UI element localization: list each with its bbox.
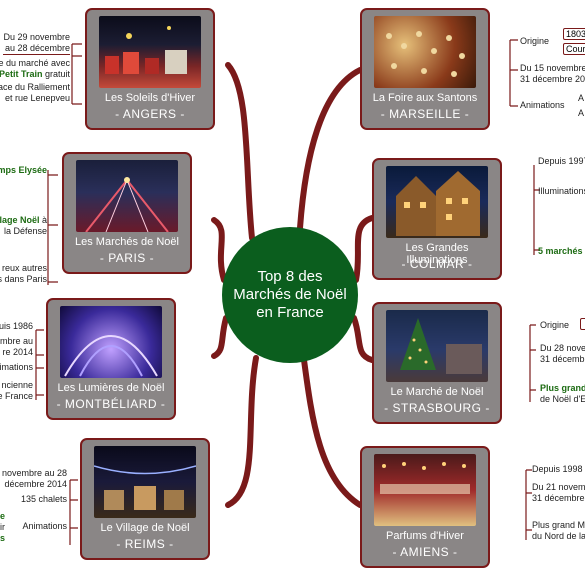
connector-amiens xyxy=(301,357,363,508)
card-colmar-title: Les Grandes Illuminations xyxy=(405,242,469,266)
montbeliard-note-dates: mbre au re 2014 xyxy=(0,336,33,357)
angers-note-2: au 28 décembre xyxy=(3,43,70,55)
strasbourg-photo xyxy=(386,310,488,382)
strasbourg-origin-box xyxy=(580,318,585,330)
angers-note-3: e du marché avec xyxy=(0,58,70,68)
paris-note-others: reux autres s dans Paris xyxy=(0,263,47,284)
card-strasbourg-title: Le Marché de Noël xyxy=(390,386,484,398)
marseille-origin-label: Origine xyxy=(520,36,550,46)
marseille-anim-a1: A xyxy=(578,93,585,103)
card-reims-city: - REIMS - xyxy=(116,537,174,551)
connector-strasbourg xyxy=(351,315,375,363)
colmar-note-markets: 5 marchés xyxy=(538,246,583,256)
card-paris-city: - PARIS - xyxy=(99,251,155,265)
card-amiens-city: - AMIENS - xyxy=(392,545,458,559)
marseille-origin-year: 1803 xyxy=(563,28,585,40)
card-montbeliard[interactable]: Les Lumières de Noël - MONTBÉLIARD - xyxy=(46,298,176,420)
marseille-animations: Animations xyxy=(520,100,565,110)
colmar-note-illum: Illuminations xyxy=(538,186,585,196)
card-strasbourg-city: - STRASBOURG - xyxy=(384,401,490,415)
angers-note-6: ace du Ralliement xyxy=(0,82,70,92)
central-topic-line-3: en France xyxy=(256,304,324,321)
angers-notes: Du 29 novembre au 28 décembre xyxy=(3,32,70,55)
central-topic: Top 8 des Marchés de Noël en France xyxy=(222,227,358,363)
montbeliard-note-since: uis 1986 xyxy=(0,321,33,331)
connector-angers xyxy=(225,62,255,241)
connector-montbeliard xyxy=(211,315,229,359)
card-amiens-title: Parfums d'Hiver xyxy=(386,530,464,542)
amiens-photo xyxy=(374,454,476,526)
card-paris-title: Les Marchés de Noël xyxy=(75,236,179,248)
amiens-note-biggest: Plus grand M du Nord de la xyxy=(532,520,585,541)
central-topic-line-1: Top 8 des xyxy=(257,268,323,285)
marseille-dates-1: Du 15 novembre xyxy=(520,63,585,73)
amiens-note-since: Depuis 1998 xyxy=(532,464,583,474)
paris-note-defense: illage Noël à la Défense xyxy=(0,215,47,236)
reims-photo xyxy=(94,446,196,518)
angers-notes-3: ace du Ralliement et rue Lenepveu xyxy=(0,82,70,104)
colmar-photo xyxy=(386,166,488,238)
connector-marseille xyxy=(297,67,363,231)
card-angers-title: Les Soleils d'Hiver xyxy=(104,92,196,104)
montbeliard-note-oldest: ncienne e France xyxy=(0,380,33,401)
connector-reims xyxy=(225,355,259,508)
reims-note-chalets: 135 chalets xyxy=(20,494,67,504)
amiens-note-dates: Du 21 novem 31 décembre xyxy=(532,482,585,503)
card-reims[interactable]: Le Village de Noël - REIMS - xyxy=(80,438,210,560)
card-montbeliard-city: - MONTBÉLIARD - xyxy=(56,397,166,411)
strasbourg-note-biggest: Plus grand de Noël d'E xyxy=(540,383,585,404)
angers-note-5: gratuit xyxy=(44,69,70,79)
card-colmar[interactable]: Les Grandes Illuminations - COLMAR - xyxy=(372,158,502,280)
reims-note-anim: Animations xyxy=(22,521,67,531)
card-amiens[interactable]: Parfums d'Hiver - AMIENS - xyxy=(360,446,490,568)
marseille-photo xyxy=(374,16,476,88)
connector-colmar xyxy=(353,215,375,283)
card-reims-title: Le Village de Noël xyxy=(100,522,190,534)
reims-note-frag: e ir s xyxy=(0,511,6,543)
card-angers[interactable]: Les Soleils d'Hiver - ANGERS - xyxy=(85,8,215,130)
marseille-origin-place: Cours xyxy=(563,43,585,55)
angers-photo xyxy=(99,16,201,88)
card-marseille-city: - MARSEILLE - xyxy=(380,107,470,121)
angers-note-7: et rue Lenepveu xyxy=(4,93,70,103)
card-marseille-title: La Foire aux Santons xyxy=(372,92,478,104)
angers-note-1: Du 29 novembre xyxy=(3,32,70,42)
card-colmar-city: - COLMAR - xyxy=(401,257,473,271)
colmar-note-since: Depuis 1997 xyxy=(538,156,585,166)
montbeliard-photo xyxy=(60,306,162,378)
paris-photo xyxy=(76,160,178,232)
central-topic-line-2: Marchés de Noël xyxy=(233,286,347,303)
marseille-dates: Du 15 novembre 31 décembre 20 xyxy=(520,63,585,85)
strasbourg-note-origin: Origine xyxy=(540,320,570,330)
marseille-anim-a2: A xyxy=(578,108,585,118)
card-strasbourg[interactable]: Le Marché de Noël - STRASBOURG - xyxy=(372,302,502,424)
connector-paris xyxy=(211,217,227,283)
angers-note-4: Petit Train xyxy=(0,69,43,79)
card-paris[interactable]: Les Marchés de Noël - PARIS - xyxy=(62,152,192,274)
angers-notes-2: e du marché avec Petit Train gratuit xyxy=(0,58,70,80)
marseille-dates-2: 31 décembre 20 xyxy=(520,74,585,84)
paris-note-champs: mps Elysée xyxy=(0,165,47,175)
strasbourg-note-dates: Du 28 nove 31 décemb xyxy=(540,343,585,364)
montbeliard-note-anim: nimations xyxy=(0,362,33,372)
reims-note-dates: novembre au 28 décembre 2014 xyxy=(1,468,67,489)
card-marseille[interactable]: La Foire aux Santons - MARSEILLE - xyxy=(360,8,490,130)
card-montbeliard-title: Les Lumières de Noël xyxy=(57,382,165,394)
card-angers-city: - ANGERS - xyxy=(115,107,185,121)
